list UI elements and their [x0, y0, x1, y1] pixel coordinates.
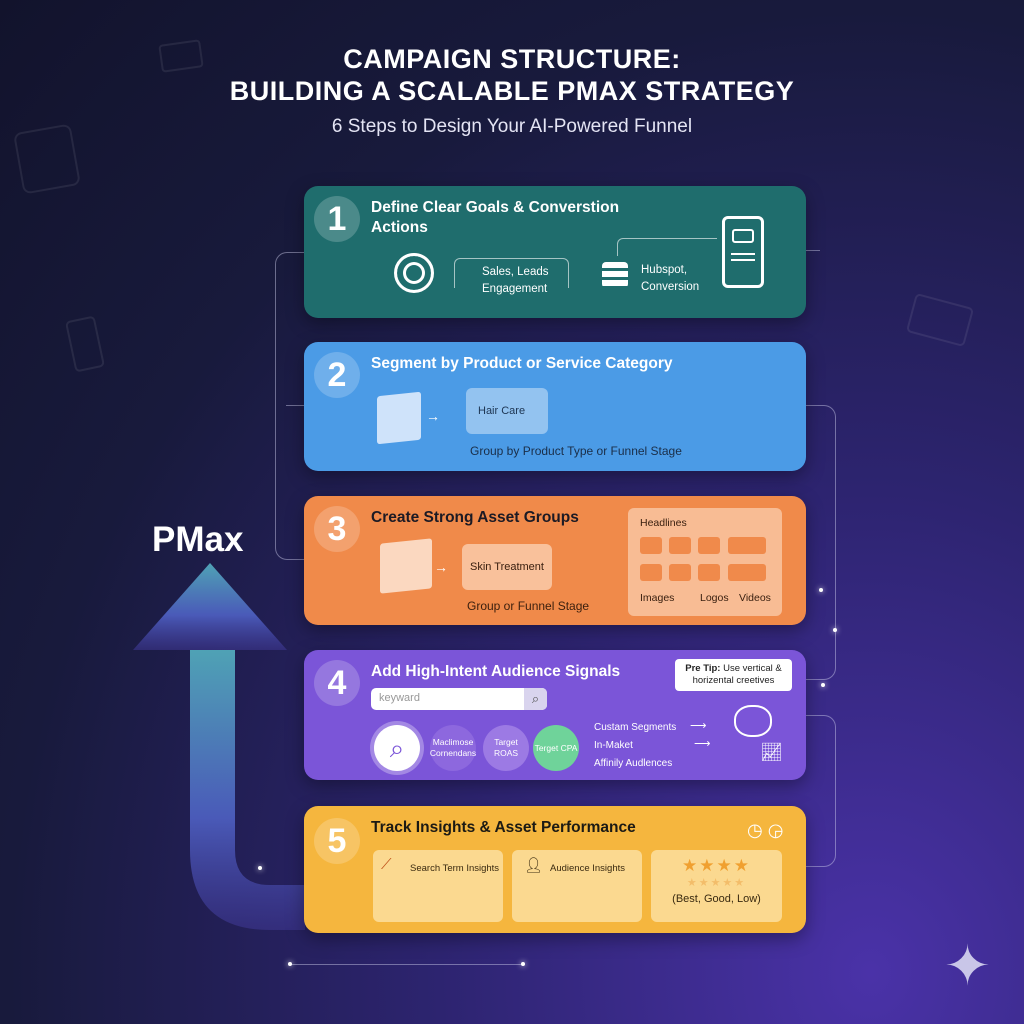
smartphone-icon — [722, 216, 764, 288]
audience-insights-card: 👤︎ Audience Insights — [512, 850, 642, 922]
subtitle: 6 Steps to Design Your AI-Powered Funnel — [331, 116, 693, 137]
logo-icon — [669, 564, 691, 581]
keyword-search-input[interactable]: keyward ⌕ — [371, 688, 547, 710]
step-4-card: 4 Add High-Intent Audience Signals keywa… — [304, 650, 806, 780]
goals-text: Sales, Leads Engagement — [482, 266, 549, 295]
assets-panel: Headlines Images Logos Videos — [628, 508, 782, 616]
step-title: Add High-Intent Audience Signals — [371, 663, 621, 680]
title-line-1: CAMPAIGN STRUCTURE: — [343, 44, 681, 74]
rating-card: ★★★★ ★★★★★ (Best, Good, Low) — [651, 850, 782, 922]
step-title: Create Strong Asset Groups — [371, 509, 579, 526]
flow-arrow — [617, 238, 717, 256]
step-1-card: 1 Define Clear Goals & Converstion Actio… — [304, 186, 806, 318]
flow-arrow — [454, 258, 569, 288]
step-title: Segment by Product or Service Category — [371, 355, 673, 372]
arrow-right-icon: → — [434, 559, 448, 575]
asset-label: Videos — [739, 592, 771, 604]
search-circle-icon: ⌕ — [374, 725, 420, 771]
step-caption: Group by Product Type or Funnel Stage — [470, 444, 682, 458]
user-icon: 👤︎ — [524, 857, 544, 874]
audience-item: Custam Segments — [594, 722, 677, 733]
node-dot — [288, 962, 292, 966]
insight-label: Search Term Insights — [410, 863, 500, 874]
step-3-card: 3 Create Strong Asset Groups → Skin Trea… — [304, 496, 806, 625]
node-dot — [821, 683, 825, 687]
box-icon — [377, 391, 421, 445]
search-term-insights-card: ⟋ Search Term Insights — [373, 850, 503, 922]
stars-rating: ★★★★ — [682, 856, 751, 875]
arrow-right-icon: → — [426, 408, 440, 424]
step-2-card: 2 Segment by Product or Service Category… — [304, 342, 806, 471]
document-icon — [698, 537, 720, 554]
tracking-text: Hubspot, Conversion — [641, 264, 700, 293]
connector-line — [275, 252, 305, 560]
image-icon — [640, 564, 662, 581]
signal-circle: Terget CPA — [533, 725, 579, 771]
asset-label: Logos — [700, 592, 729, 604]
signal-circle: Target ROAS — [483, 725, 529, 771]
step-number: 3 — [314, 506, 360, 552]
arrow-right-icon: ⟶ — [690, 720, 707, 732]
clock-icon: ◷ ◶ — [747, 820, 784, 840]
search-placeholder: keyward — [379, 692, 420, 704]
connector-line — [290, 964, 525, 965]
box-icon — [380, 538, 432, 594]
step-5-card: 5 Track Insights & Asset Performance ◷ ◶… — [304, 806, 806, 933]
pmax-arrow-icon — [133, 563, 305, 930]
asset-label: Images — [640, 592, 675, 604]
audience-item: Affinily Audlences — [594, 758, 673, 769]
signal-circle: Maclimose Cornendans — [430, 725, 476, 771]
audience-item: In-Maket — [594, 740, 633, 751]
step-number: 5 — [314, 818, 360, 864]
database-icon — [602, 262, 628, 288]
step-caption: Group or Funnel Stage — [467, 599, 590, 613]
chart-icon — [669, 537, 691, 554]
connector-line — [806, 250, 820, 251]
node-dot — [521, 962, 525, 966]
step-number: 1 — [314, 196, 360, 242]
rating-caption: (Best, Good, Low) — [672, 893, 761, 905]
step-number: 2 — [314, 352, 360, 398]
node-dot — [819, 588, 823, 592]
line-chart-icon: ⟋ — [381, 856, 392, 873]
assets-title: Headlines — [640, 517, 687, 529]
node-dot — [833, 628, 837, 632]
video-icon — [728, 564, 766, 581]
connector-line — [286, 405, 304, 406]
connector-line — [806, 405, 836, 680]
phone-icon — [64, 315, 106, 373]
tip-label: Pre Tip: — [685, 663, 721, 674]
step-number: 4 — [314, 660, 360, 706]
growth-chart-icon: 📈︎ — [760, 742, 783, 762]
connector-line — [806, 715, 836, 867]
search-icon[interactable]: ⌕ — [524, 688, 547, 710]
stars-rating: ★★★★★ — [686, 877, 747, 889]
logo-icon — [698, 564, 720, 581]
arrow-right-icon: ⟶ — [694, 738, 711, 750]
grid-icon — [640, 537, 662, 554]
envelope-icon — [905, 292, 975, 348]
title-line-2: BUILDING A SCALABLE PMAX STRATEGY — [229, 76, 795, 106]
insight-label: Audience Insights — [550, 863, 625, 874]
category-box: Hair Care — [466, 388, 548, 434]
brain-icon — [734, 705, 772, 737]
step-title: Track Insights & Asset Performance — [371, 819, 636, 836]
node-dot — [258, 866, 262, 870]
step-title: Define Clear Goals & Converstion Actions — [371, 199, 620, 236]
asset-group-box: Skin Treatment — [462, 544, 552, 590]
sparkle-icon: ✦ — [944, 934, 991, 997]
target-icon — [394, 253, 434, 293]
headline-text-icon — [728, 537, 766, 554]
pro-tip-callout: Pre Tip: Use vertical & horizental creet… — [675, 659, 792, 691]
tip-text: Use vertical & horizental creetives — [692, 663, 782, 686]
pmax-label: PMax — [152, 520, 244, 559]
